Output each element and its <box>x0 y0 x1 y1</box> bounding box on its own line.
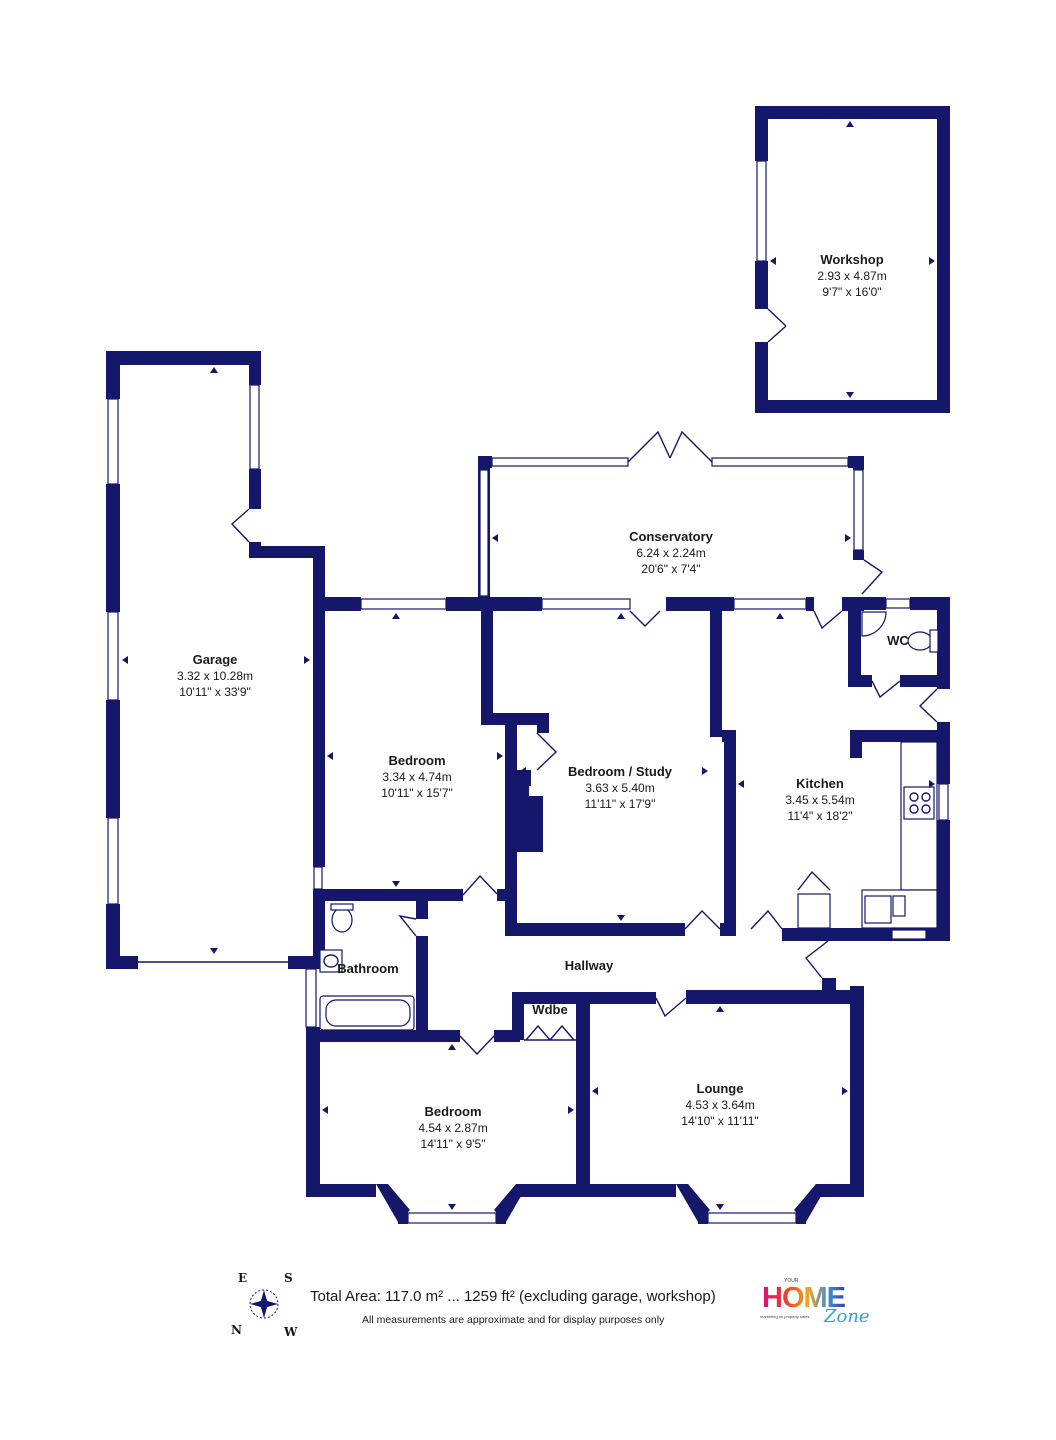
conservatory-imperial: 20'6" x 7'4" <box>641 562 700 576</box>
workshop-name: Workshop <box>820 252 883 267</box>
workshop-label: Workshop 2.93 x 4.87m 9'7" x 16'0" <box>817 252 886 299</box>
lounge-imperial: 14'10" x 11'11" <box>681 1114 758 1128</box>
kitchen-imperial: 11'4" x 18'2" <box>788 809 853 823</box>
wc-name: WC <box>887 633 909 648</box>
garage-dimension-arrows <box>122 367 310 954</box>
compass-s: S <box>284 1271 293 1285</box>
kitchen-label: Kitchen 3.45 x 5.54m 11'4" x 18'2" <box>785 776 854 823</box>
hallway-name: Hallway <box>565 958 614 973</box>
compass-w: W <box>283 1325 298 1339</box>
workshop-dimension-arrows <box>770 121 935 398</box>
workshop-walls <box>755 106 950 413</box>
total-area-text: Total Area: 117.0 m² ... 1259 ft² (exclu… <box>310 1288 716 1305</box>
kitchen-metric: 3.45 x 5.54m <box>785 793 854 807</box>
disclaimer-text: All measurements are approximate and for… <box>362 1314 665 1326</box>
garage-label: Garage 3.32 x 10.28m 10'11" x 33'9" <box>177 652 253 699</box>
wardrobe-name: Wdbe <box>532 1002 567 1017</box>
workshop-imperial: 9'7" x 16'0" <box>822 285 881 299</box>
bedroom-imperial: 10'11" x 15'7" <box>381 786 453 800</box>
conservatory-walls <box>478 430 884 601</box>
logo-tagline: marketing on property sales <box>760 1314 810 1319</box>
hob-icon <box>903 786 935 820</box>
compass-e: E <box>238 1271 247 1285</box>
bathroom-name: Bathroom <box>337 961 398 976</box>
conservatory-name: Conservatory <box>629 529 714 544</box>
logo-main-text: HOME <box>762 1282 846 1314</box>
logo-top-text: YOUR <box>784 1278 799 1284</box>
bedroom-study-label: Bedroom / Study 3.63 x 5.40m 11'11" x 17… <box>568 764 673 811</box>
compass-n: N <box>231 1323 242 1337</box>
bedroom-study-name: Bedroom / Study <box>568 764 673 779</box>
bathroom-fixtures <box>319 903 415 1031</box>
garage-name: Garage <box>193 652 238 667</box>
bedroom-2-metric: 4.54 x 2.87m <box>418 1121 487 1135</box>
room-dimension-arrows <box>322 613 935 1210</box>
compass-icon: E S N W <box>226 1268 302 1340</box>
bedroom-2-name: Bedroom <box>424 1104 481 1119</box>
conservatory-label: Conservatory 6.24 x 2.24m 20'6" x 7'4" <box>629 529 714 576</box>
bedroom-label: Bedroom 3.34 x 4.74m 10'11" x 15'7" <box>381 753 453 800</box>
bedroom-metric: 3.34 x 4.74m <box>382 770 451 784</box>
garage-walls <box>106 351 325 969</box>
home-zone-logo: YOUR HOME Zone marketing on property sal… <box>756 1276 884 1334</box>
garage-imperial: 10'11" x 33'9" <box>179 685 251 699</box>
workshop-metric: 2.93 x 4.87m <box>817 269 886 283</box>
bedroom-2-imperial: 14'11" x 9'5" <box>421 1137 486 1151</box>
kitchen-name: Kitchen <box>796 776 844 791</box>
conservatory-dimension-arrows <box>492 534 851 542</box>
garage-metric: 3.32 x 10.28m <box>177 669 253 683</box>
logo-script-text: Zone <box>824 1306 870 1327</box>
bedroom-study-imperial: 11'11" x 17'9" <box>585 797 656 811</box>
lounge-name: Lounge <box>697 1081 744 1096</box>
bedroom-study-metric: 3.63 x 5.40m <box>585 781 654 795</box>
bedroom-2-label: Bedroom 4.54 x 2.87m 14'11" x 9'5" <box>418 1104 487 1151</box>
main-house-walls <box>305 597 950 1224</box>
bedroom-name: Bedroom <box>388 753 445 768</box>
conservatory-metric: 6.24 x 2.24m <box>636 546 705 560</box>
lounge-metric: 4.53 x 3.64m <box>685 1098 754 1112</box>
lounge-label: Lounge 4.53 x 3.64m 14'10" x 11'11" <box>681 1081 758 1128</box>
wc-fixtures <box>861 611 939 653</box>
